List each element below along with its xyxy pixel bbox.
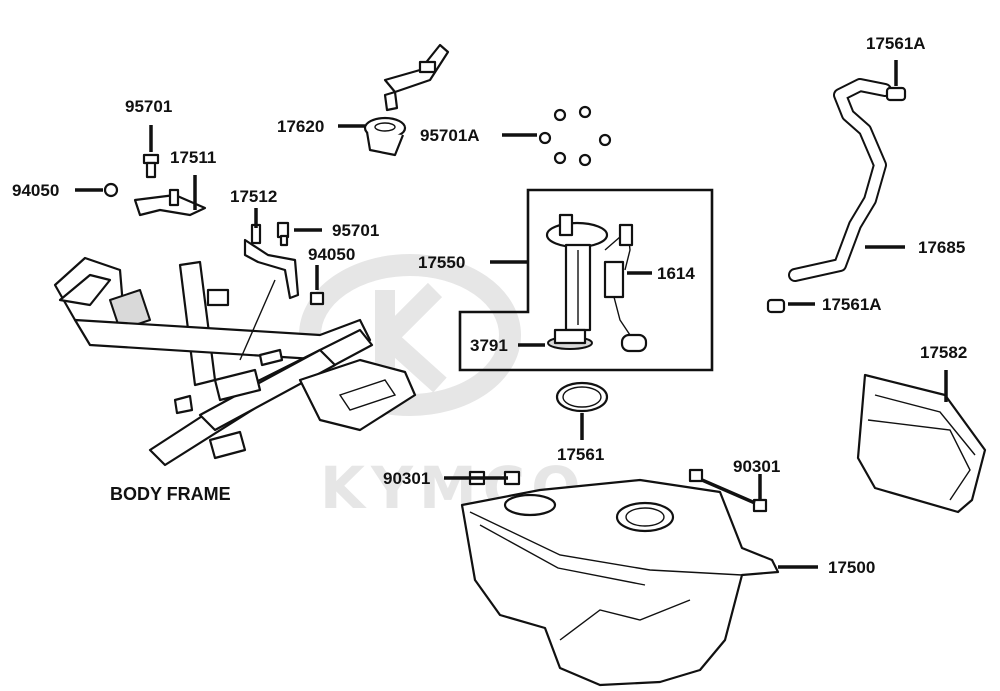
callout-17561: 17561 <box>557 445 604 464</box>
callout-17500: 17500 <box>828 558 875 577</box>
clip-17561a-bottom <box>766 298 786 314</box>
callout-95701-mid: 95701 <box>332 221 379 240</box>
bolt-cluster-95701a <box>538 105 612 167</box>
callout-17561a-bottom: 17561A <box>822 295 882 314</box>
nut-94050-mid <box>309 291 325 306</box>
callout-1614: 1614 <box>657 264 695 283</box>
hose-17685 <box>788 78 892 282</box>
clip-17561a-top <box>885 86 907 102</box>
bolt-95701-left <box>142 153 160 179</box>
callout-17685: 17685 <box>918 238 965 257</box>
callout-3791: 3791 <box>470 336 508 355</box>
callout-17620: 17620 <box>277 117 324 136</box>
callout-95701a: 95701A <box>420 126 480 145</box>
callout-94050-mid: 94050 <box>308 245 355 264</box>
callout-90301-left: 90301 <box>383 469 430 488</box>
fuel-cap-17620 <box>363 43 450 157</box>
filter-3791 <box>547 328 593 350</box>
kymco-watermark: KYMCO <box>299 254 581 522</box>
callout-17511: 17511 <box>170 148 216 167</box>
fuel-tank-17500 <box>460 478 780 687</box>
leader-90301-right-a <box>701 478 756 505</box>
nut-94050-left <box>103 182 119 198</box>
callout-17512: 17512 <box>230 187 277 206</box>
bracket-17511 <box>133 188 207 217</box>
fuel-sender-1614 <box>603 260 648 353</box>
callout-17561a-top: 17561A <box>866 34 926 53</box>
callout-90301-right: 90301 <box>733 457 780 476</box>
callout-95701-left: 95701 <box>125 97 172 116</box>
o-ring-17561 <box>555 381 609 413</box>
body-frame-drawing <box>53 256 417 467</box>
bolt-95701-mid <box>276 221 290 247</box>
callout-17582: 17582 <box>920 343 967 362</box>
body-frame-caption: BODY FRAME <box>110 484 231 504</box>
fuel-pump-box <box>458 188 714 372</box>
cover-17582 <box>856 373 987 514</box>
callout-17550: 17550 <box>418 253 465 272</box>
fuel-pump-17550 <box>545 213 634 332</box>
callout-94050-left: 94050 <box>12 181 59 200</box>
